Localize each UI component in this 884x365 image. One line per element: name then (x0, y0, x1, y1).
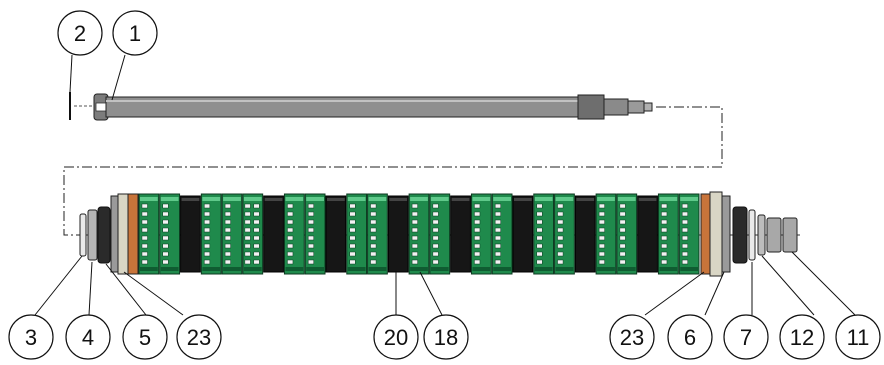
spacer-element (512, 195, 534, 273)
callout-4-label: 4 (82, 325, 94, 350)
shaft-head-slot (95, 102, 107, 112)
rotor-element (346, 193, 368, 275)
callout-20-label: 20 (384, 325, 408, 350)
part-12-washer (757, 214, 766, 256)
rotor-element (429, 193, 451, 275)
leader-2 (69, 54, 73, 93)
callout-12-label: 12 (790, 325, 814, 350)
callout-23-right: 23 (609, 314, 655, 360)
callout-20: 20 (373, 314, 419, 360)
callout-18: 18 (423, 314, 469, 360)
part-23-left-cream (117, 193, 129, 275)
rotor-element (491, 193, 513, 275)
callout-6: 6 (667, 314, 713, 360)
rotor-element (470, 193, 492, 275)
part-6-collar (721, 195, 731, 273)
callout-18-label: 18 (434, 325, 458, 350)
shaft-end (643, 102, 653, 112)
leader-18 (419, 271, 443, 316)
callout-23-left-label: 23 (187, 325, 211, 350)
rotor-element (159, 193, 181, 275)
spacer-element (263, 195, 284, 273)
rotor-element (138, 193, 160, 275)
part-11-nut-a (766, 217, 782, 253)
part-4-ring (87, 209, 98, 261)
rotor-element (283, 193, 305, 275)
callout-1-label: 1 (129, 21, 141, 46)
callout-1: 1 (112, 10, 158, 56)
shaft-neck (603, 98, 629, 116)
callout-6-label: 6 (684, 325, 696, 350)
part-23-right-cream (709, 191, 723, 277)
part-11-nut-b (782, 217, 798, 253)
rotor-element (242, 193, 264, 275)
rotor-element (554, 193, 575, 275)
rotor-element (304, 193, 326, 275)
part-6-bearing (732, 206, 748, 264)
callout-11: 11 (835, 314, 881, 360)
spacer-element (637, 195, 658, 273)
callout-7: 7 (723, 314, 769, 360)
leader-5 (105, 263, 147, 316)
leader-12 (761, 255, 815, 316)
part-3-washer (79, 213, 87, 257)
callout-23-left: 23 (176, 314, 222, 360)
callouts: 2 1 3 4 5 23 20 18 (8, 10, 881, 360)
leader-3 (34, 255, 83, 316)
callout-2: 2 (57, 10, 103, 56)
part-7-washer (748, 209, 756, 261)
shaft-collar (577, 94, 605, 120)
rotor-element (367, 193, 388, 275)
assembly-path (63, 106, 723, 236)
part-23-left-collar (110, 195, 119, 273)
rotor-element (657, 193, 679, 275)
leader-4 (88, 261, 93, 316)
callout-11-label: 11 (847, 325, 870, 350)
leader-lines (34, 54, 856, 316)
shaft-tip (627, 100, 645, 114)
part-23-left-orange (127, 193, 139, 275)
callout-3: 3 (8, 314, 54, 360)
element-segments (138, 193, 700, 275)
component-stack (79, 191, 800, 277)
leader-6 (704, 271, 725, 316)
callout-12: 12 (779, 314, 825, 360)
rotor-element (221, 193, 243, 275)
callout-5-label: 5 (139, 325, 151, 350)
spacer-element (325, 195, 347, 273)
spacer-element (180, 195, 201, 273)
leader-23-right (644, 271, 705, 316)
spacer-element (387, 195, 409, 273)
leader-1 (111, 54, 126, 101)
callout-23-right-label: 23 (620, 325, 644, 350)
leader-23-left (123, 271, 184, 316)
part-5-bearing (97, 206, 111, 264)
rotor-element (200, 193, 222, 275)
rotor-element (678, 193, 700, 275)
rotor-element (533, 193, 555, 275)
spacer-element (574, 195, 596, 273)
part-23-right-orange (700, 193, 711, 275)
shaft-assembly (69, 92, 653, 121)
callout-4: 4 (65, 314, 111, 360)
callout-7-label: 7 (740, 325, 752, 350)
leader-11 (791, 251, 856, 316)
callout-5: 5 (122, 314, 168, 360)
spacer-element (450, 195, 471, 273)
rotor-element (595, 193, 617, 275)
rotor-element (616, 193, 638, 275)
callout-2-label: 2 (74, 21, 86, 46)
callout-3-label: 3 (25, 325, 37, 350)
rotor-element (408, 193, 430, 275)
